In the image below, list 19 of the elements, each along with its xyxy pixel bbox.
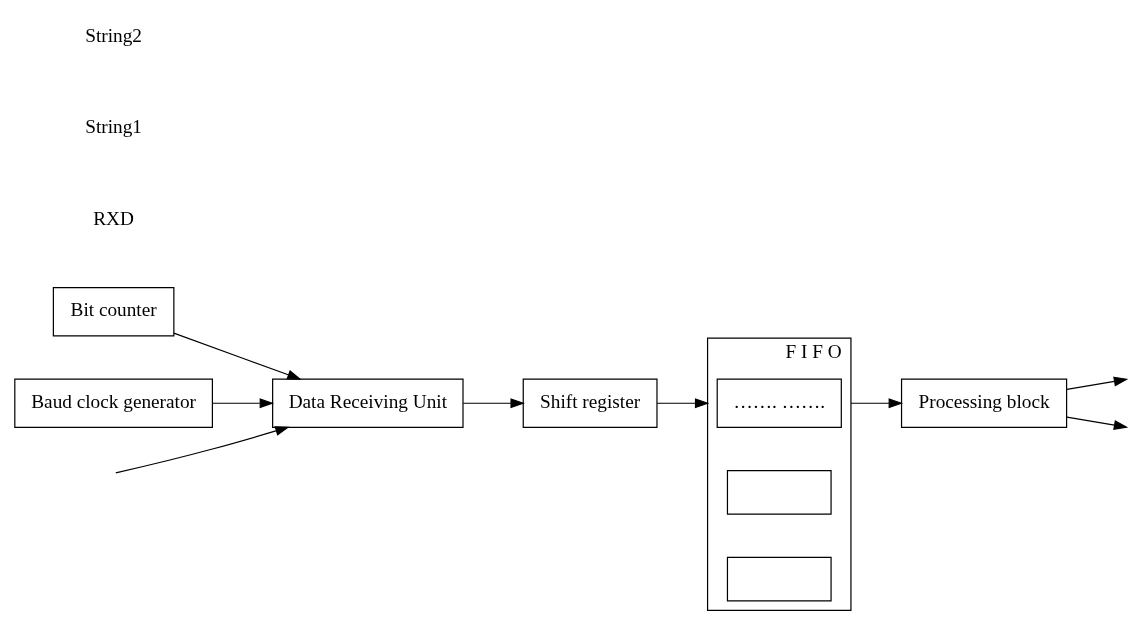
arrow [172,332,302,380]
node-box: ……. ……. [716,378,842,428]
arrow [1065,416,1128,430]
arrow [462,398,525,409]
label: RXD [92,207,134,229]
arrow [211,398,274,409]
arrow [1065,376,1128,391]
label: String1 [84,116,142,138]
arrow [849,398,903,409]
node-box [726,556,832,602]
arrow [656,398,709,409]
node-box: Bit counter [52,286,174,337]
label: String2 [84,24,142,46]
arrow [114,426,290,474]
node-box [726,470,832,515]
node-box: Data Receiving Unit [271,378,464,428]
node-box: Shift register [522,378,658,428]
node-box: Baud clock generator [13,378,213,428]
node-box: Processing block [900,378,1067,428]
